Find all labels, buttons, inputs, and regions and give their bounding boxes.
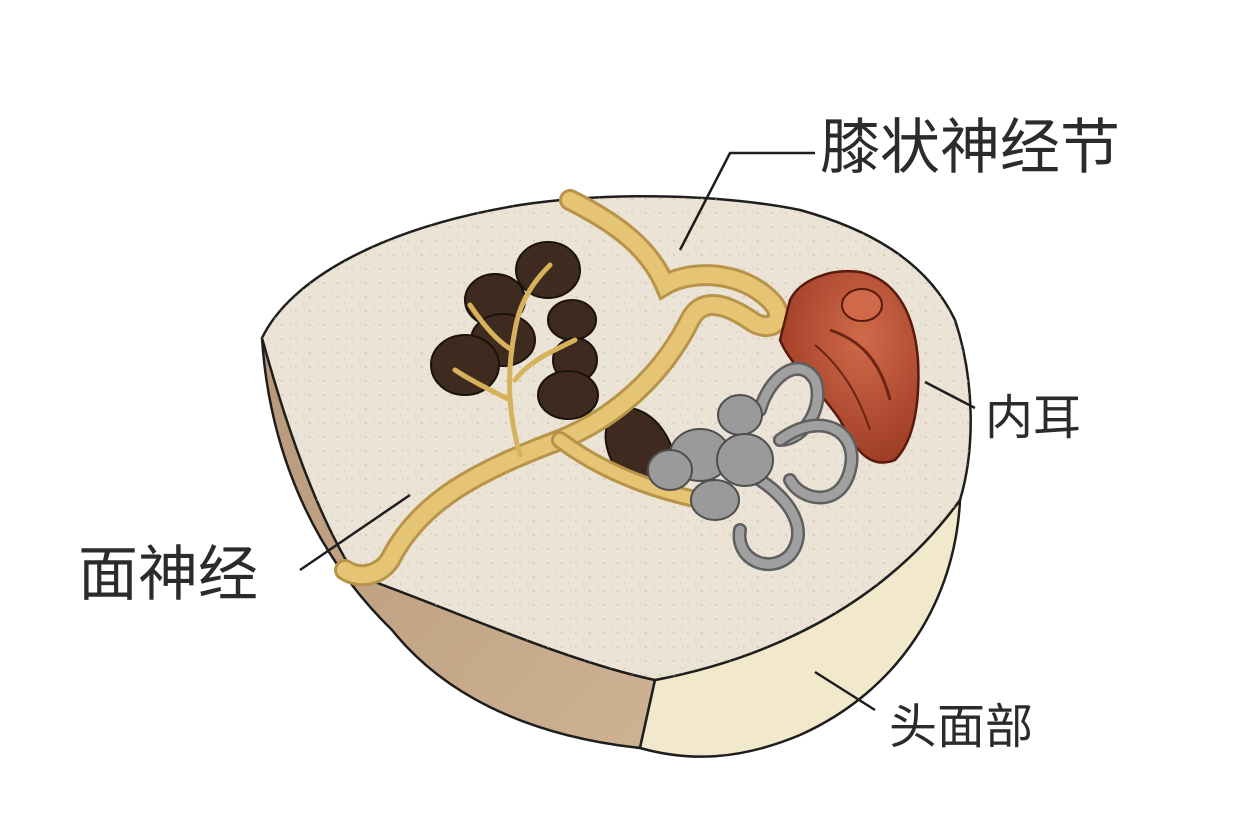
label-inner-ear: 内耳: [985, 390, 1082, 446]
leader-head: [814, 670, 876, 712]
leader-facial: [299, 493, 411, 572]
vestibule: [647, 394, 774, 521]
label-head-face: 头面部: [889, 699, 1034, 755]
leader-inner-ear: [924, 380, 976, 410]
label-geniculate-ganglion: 膝状神经节: [820, 113, 1120, 183]
leader-lines: [299, 151, 976, 712]
leader-ganglion: [678, 151, 815, 251]
cochlea: [732, 361, 859, 572]
label-facial-nerve: 面神经: [78, 540, 258, 610]
inner-ear-organ: [778, 270, 920, 464]
facial-nerve: [334, 189, 790, 587]
